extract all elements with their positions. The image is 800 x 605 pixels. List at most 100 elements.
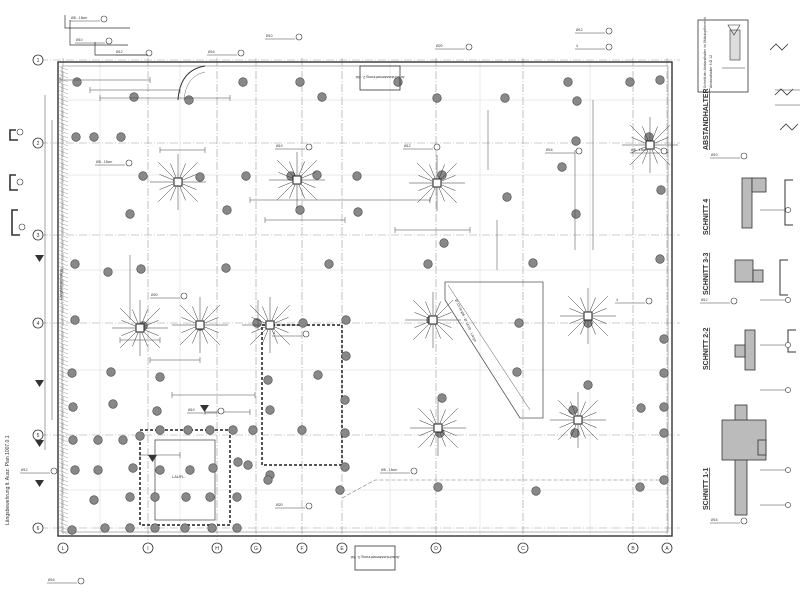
callout: Ø20 bbox=[275, 502, 313, 510]
hatch bbox=[57, 73, 69, 79]
section-marker bbox=[785, 502, 791, 508]
column bbox=[570, 428, 580, 438]
column bbox=[432, 93, 442, 103]
callout-text: Ø10 bbox=[188, 408, 195, 412]
section-title: SCHNITT 1-1 bbox=[703, 468, 710, 511]
bar-shape-marker bbox=[18, 223, 26, 231]
level-mark bbox=[200, 405, 209, 412]
callout-marker bbox=[575, 147, 583, 155]
axis-label-bottom: C bbox=[521, 546, 525, 552]
axis-bubble bbox=[250, 542, 262, 554]
rebar-star bbox=[622, 117, 678, 173]
label-lower: LAUFL. bbox=[172, 474, 186, 479]
column bbox=[155, 372, 165, 382]
column bbox=[265, 405, 275, 415]
slab-border bbox=[57, 61, 673, 537]
hatch bbox=[57, 413, 69, 419]
column bbox=[125, 523, 135, 533]
callout-text: Ø8 - 15cm bbox=[96, 160, 112, 164]
column-head bbox=[195, 320, 205, 330]
hatch bbox=[57, 453, 69, 459]
column bbox=[103, 267, 113, 277]
callout-text: 4 bbox=[616, 298, 618, 302]
column bbox=[324, 259, 334, 269]
axis-label-bottom: A bbox=[665, 546, 669, 552]
column bbox=[659, 402, 669, 412]
column bbox=[243, 460, 253, 470]
level-mark bbox=[35, 380, 44, 387]
column bbox=[155, 425, 165, 435]
hatch bbox=[57, 341, 69, 347]
callout-marker bbox=[410, 467, 418, 475]
hatch bbox=[57, 217, 69, 223]
column bbox=[656, 185, 666, 195]
hatch bbox=[57, 429, 69, 435]
column bbox=[583, 380, 593, 390]
section-marker bbox=[785, 297, 791, 303]
callout: 4 bbox=[272, 330, 310, 338]
section-concrete bbox=[752, 269, 764, 283]
axis-label-bottom: B bbox=[631, 546, 635, 552]
column bbox=[557, 162, 567, 172]
axis-bubble bbox=[211, 542, 223, 554]
column bbox=[93, 465, 103, 475]
column-head bbox=[583, 311, 593, 321]
column bbox=[238, 77, 248, 87]
axis-bubble bbox=[430, 542, 442, 554]
column bbox=[353, 207, 363, 217]
rebar-star bbox=[560, 288, 616, 344]
hatch bbox=[57, 85, 69, 91]
column bbox=[340, 428, 350, 438]
column bbox=[108, 399, 118, 409]
hatch bbox=[57, 269, 69, 275]
hatch bbox=[57, 281, 69, 287]
rebar-star bbox=[150, 154, 206, 210]
legend-title: Schnitt der Abstandhalter im Stützkopfbe… bbox=[703, 17, 707, 88]
axis-bubble bbox=[661, 542, 673, 554]
hatch bbox=[57, 181, 69, 187]
callout: Ø10 bbox=[75, 37, 113, 45]
hatch bbox=[57, 361, 69, 367]
column bbox=[571, 209, 581, 219]
hatch bbox=[57, 385, 69, 391]
hatch bbox=[57, 205, 69, 211]
spacer-symbol bbox=[779, 123, 799, 131]
hatch bbox=[57, 213, 69, 219]
column bbox=[437, 393, 447, 403]
callout-text: Ø8 - 15cm bbox=[381, 468, 397, 472]
callout-text: Ø10 bbox=[76, 38, 83, 42]
hatch bbox=[57, 353, 69, 359]
column bbox=[433, 482, 443, 492]
section-title: ABSTANDHALTER bbox=[703, 88, 710, 150]
hatch bbox=[57, 373, 69, 379]
hatch bbox=[57, 301, 69, 307]
callout: Ø10 bbox=[275, 143, 313, 151]
callout-marker bbox=[305, 502, 313, 510]
hatch bbox=[57, 185, 69, 191]
void-diagonal bbox=[447, 284, 531, 411]
hatch bbox=[57, 365, 69, 371]
rebar-star bbox=[409, 155, 465, 211]
section-concrete bbox=[751, 177, 767, 193]
hatch bbox=[57, 289, 69, 295]
slab-inner-border bbox=[61, 65, 669, 533]
column bbox=[232, 492, 242, 502]
column bbox=[135, 431, 145, 441]
section-bar-shape bbox=[779, 259, 788, 296]
section-concrete bbox=[757, 439, 767, 456]
bar-shape bbox=[9, 129, 18, 141]
column bbox=[340, 462, 350, 472]
rebar-star bbox=[112, 300, 168, 356]
column bbox=[183, 425, 193, 435]
axis-bubble bbox=[32, 317, 44, 329]
callout-text: Ø8 - 15cm bbox=[71, 16, 87, 20]
hatch bbox=[57, 297, 69, 303]
axis-bubble bbox=[32, 54, 44, 66]
column bbox=[138, 171, 148, 181]
callout-marker bbox=[605, 27, 613, 35]
hatch bbox=[57, 445, 69, 451]
column bbox=[248, 425, 258, 435]
hatch bbox=[57, 97, 69, 103]
